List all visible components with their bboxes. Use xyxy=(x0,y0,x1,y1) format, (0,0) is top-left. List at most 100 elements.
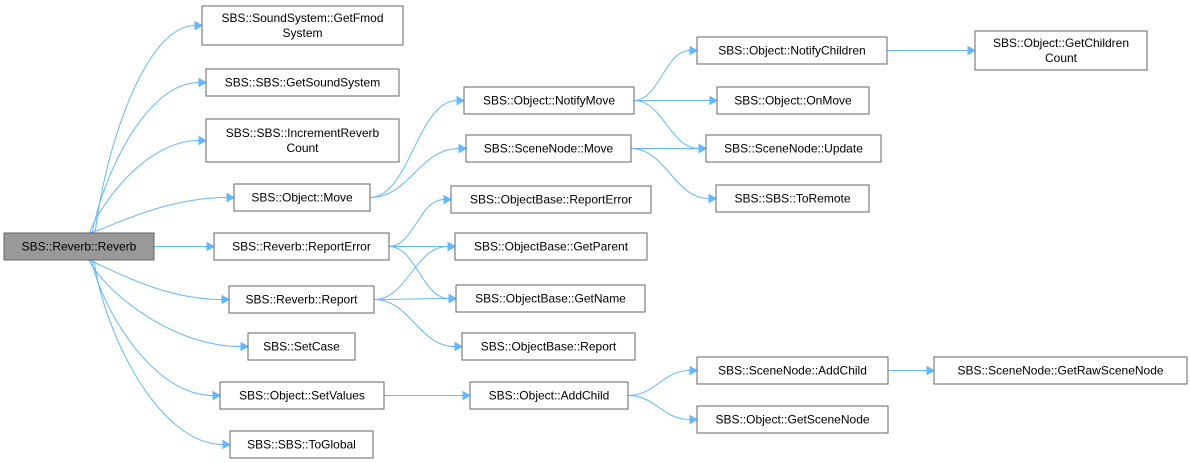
edge-root-to-incrrev xyxy=(88,140,200,234)
node-box xyxy=(450,185,652,214)
edge-root-to-setcase xyxy=(88,259,242,347)
node-getrawsn[interactable]: SBS::SceneNode::GetRawSceneNode xyxy=(933,356,1188,385)
node-obreperr[interactable]: SBS::ObjectBase::ReportError xyxy=(450,185,652,214)
edge-root-to-getfmod xyxy=(94,25,196,234)
arrowhead-notifymove-to-onmove xyxy=(709,95,719,106)
node-box xyxy=(974,30,1148,71)
node-label: SBS::ObjectBase::GetParent xyxy=(474,240,629,254)
edge-revreport-to-obparent xyxy=(373,246,449,300)
node-obreport[interactable]: SBS::ObjectBase::Report xyxy=(461,332,636,361)
node-label: SBS::SBS::ToRemote xyxy=(734,192,850,206)
node-objmove[interactable]: SBS::Object::Move xyxy=(233,183,371,212)
node-box xyxy=(201,5,404,46)
node-label: SBS::SceneNode::GetRawSceneNode xyxy=(957,364,1163,378)
node-setcase[interactable]: SBS::SetCase xyxy=(247,332,356,361)
node-addchild[interactable]: SBS::Object::AddChild xyxy=(469,381,629,410)
node-label: SBS::Object::OnMove xyxy=(734,94,852,108)
node-label: SBS::ObjectBase::GetName xyxy=(475,292,626,306)
node-obparent[interactable]: SBS::ObjectBase::GetParent xyxy=(454,232,648,261)
node-box xyxy=(715,184,870,213)
arrowhead-snmove-to-snupdate xyxy=(698,143,708,154)
edge-notifymove-to-snupdate xyxy=(633,100,700,149)
node-label: SBS::SceneNode::Move xyxy=(484,142,614,156)
edge-revreport-to-obreport xyxy=(373,299,456,347)
node-label: SBS::Reverb::ReportError xyxy=(232,240,371,254)
edge-notifymove-to-notifychild xyxy=(633,50,691,101)
node-getsound[interactable]: SBS::SBS::GetSoundSystem xyxy=(205,68,400,97)
node-notifychild[interactable]: SBS::Object::NotifyChildren xyxy=(696,36,888,65)
arrowhead-root-to-setcase xyxy=(240,341,250,352)
node-setvalues[interactable]: SBS::Object::SetValues xyxy=(219,381,385,410)
arrowhead-root-to-objmove xyxy=(226,192,236,203)
node-box xyxy=(219,381,385,410)
node-box xyxy=(228,285,375,314)
arrowhead-addchild-to-snaddchild xyxy=(689,365,699,376)
node-obname[interactable]: SBS::ObjectBase::GetName xyxy=(455,284,646,313)
node-box xyxy=(716,86,870,115)
arrowhead-revreport-to-obparent xyxy=(447,241,457,252)
arrowhead-root-to-getfmod xyxy=(194,20,204,31)
node-label: SBS::Object::NotifyMove xyxy=(483,94,615,108)
edge-root-to-revreport xyxy=(86,259,223,300)
node-snaddchild[interactable]: SBS::SceneNode::AddChild xyxy=(696,356,889,385)
node-onmove[interactable]: SBS::Object::OnMove xyxy=(716,86,870,115)
node-label: SBS::Object::SetValues xyxy=(239,389,365,403)
node-label: SBS::Object::GetChildren xyxy=(993,36,1129,50)
arrowhead-root-to-setvalues xyxy=(212,390,222,401)
node-notifymove[interactable]: SBS::Object::NotifyMove xyxy=(463,86,635,115)
node-revreperr[interactable]: SBS::Reverb::ReportError xyxy=(213,232,390,261)
arrowhead-root-to-incrrev xyxy=(198,135,208,146)
node-box xyxy=(205,68,400,97)
node-box xyxy=(933,356,1188,385)
node-box xyxy=(461,332,636,361)
arrowhead-snaddchild-to-getrawsn xyxy=(926,365,936,376)
node-label: SBS::Object::Move xyxy=(251,191,353,205)
node-snmove[interactable]: SBS::SceneNode::Move xyxy=(465,134,632,163)
arrowhead-snmove-to-toremote xyxy=(708,193,718,204)
edge-objmove-to-snmove xyxy=(369,148,460,198)
node-revreport[interactable]: SBS::Reverb::Report xyxy=(228,285,375,314)
node-box xyxy=(205,118,400,163)
node-box xyxy=(247,332,356,361)
node-root[interactable]: SBS::Reverb::Reverb xyxy=(3,232,155,261)
node-getscnode[interactable]: SBS::Object::GetSceneNode xyxy=(696,405,889,434)
edge-snmove-to-toremote xyxy=(630,148,710,199)
arrowhead-root-to-revreperr xyxy=(206,241,216,252)
edge-revreperr-to-obname xyxy=(388,246,450,299)
edge-revreperr-to-obreperr xyxy=(388,199,445,247)
node-toglobal[interactable]: SBS::SBS::ToGlobal xyxy=(229,430,374,459)
node-label: Count xyxy=(286,141,319,155)
node-box xyxy=(705,134,882,163)
node-box xyxy=(233,183,371,212)
node-label: SBS::SceneNode::AddChild xyxy=(718,364,867,378)
arrowhead-revreperr-to-obreperr xyxy=(443,194,453,205)
node-label: SBS::SBS::IncrementReverb xyxy=(226,126,380,140)
edge-addchild-to-getscnode xyxy=(627,395,691,420)
arrowhead-root-to-revreport xyxy=(221,294,231,305)
edge-revreport-to-obname xyxy=(373,298,450,300)
edge-objmove-to-notifymove xyxy=(369,100,458,198)
node-label: SBS::ObjectBase::ReportError xyxy=(470,193,632,207)
node-box xyxy=(454,232,648,261)
node-label: SBS::Object::AddChild xyxy=(489,389,610,403)
node-box xyxy=(213,232,390,261)
node-box xyxy=(455,284,646,313)
edge-root-to-toglobal xyxy=(93,259,224,445)
arrowhead-revreport-to-obname xyxy=(448,293,458,304)
node-toremote[interactable]: SBS::SBS::ToRemote xyxy=(715,184,870,213)
arrowhead-notifymove-to-notifychild xyxy=(689,45,699,56)
arrowhead-notifychild-to-getchcount xyxy=(967,45,977,56)
node-snupdate[interactable]: SBS::SceneNode::Update xyxy=(705,134,882,163)
edge-root-to-setvalues xyxy=(90,259,214,396)
edge-addchild-to-snaddchild xyxy=(627,370,691,396)
node-label: SBS::SoundSystem::GetFmod xyxy=(221,11,383,25)
node-box xyxy=(463,86,635,115)
arrowhead-objmove-to-notifymove xyxy=(456,95,466,106)
arrowhead-setvalues-to-addchild xyxy=(462,390,472,401)
node-layer: SBS::Reverb::Reverb SBS::SoundSystem::Get… xyxy=(3,5,1188,459)
arrowhead-objmove-to-snmove xyxy=(458,143,468,154)
